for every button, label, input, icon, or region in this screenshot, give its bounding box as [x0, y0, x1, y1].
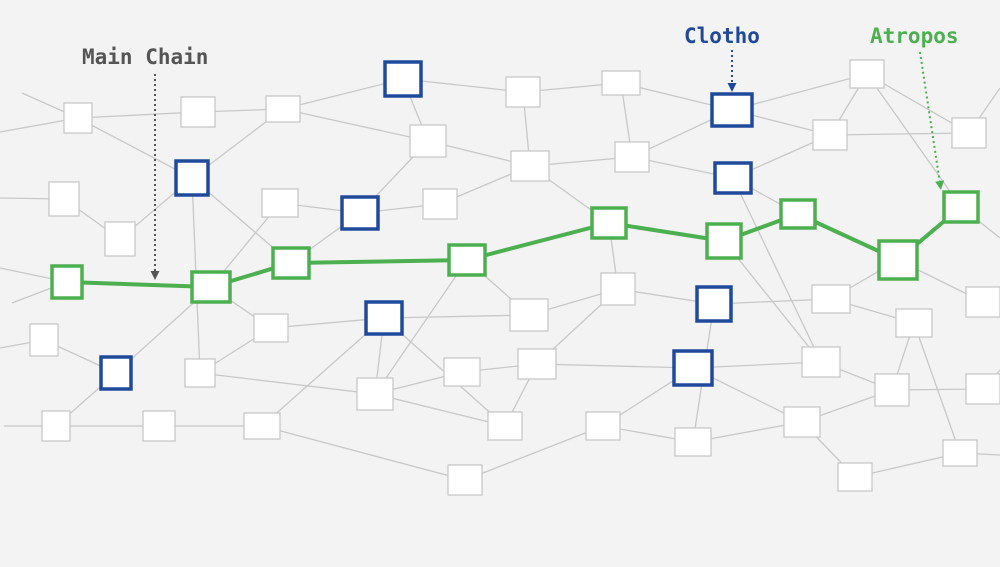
event-block-node: [63, 102, 93, 134]
event-block-node: [41, 410, 71, 442]
event-block-node: [600, 272, 636, 306]
event-block-node: [517, 348, 557, 380]
dag-edge: [77, 111, 199, 119]
dag-edge: [261, 317, 385, 427]
event-block-node: [674, 427, 712, 457]
event-block-node: [601, 70, 641, 96]
main-chain-pointer: [150, 74, 160, 280]
event-block-node: [265, 95, 301, 123]
event-block-node: [895, 308, 933, 338]
dag-edge: [464, 425, 604, 481]
event-block-node: [837, 462, 873, 492]
clotho-block-node: [695, 285, 733, 323]
dag-edge: [402, 78, 524, 93]
event-block-node: [142, 410, 176, 442]
event-block-node: [243, 412, 281, 440]
atropos-pointer: [919, 51, 945, 190]
clotho-block-node: [710, 92, 754, 128]
dag-edge: [536, 363, 694, 369]
atropos-label: Atropos: [870, 24, 959, 48]
main-chain-block-node: [271, 246, 311, 280]
dag-edge: [866, 73, 962, 208]
event-block-node: [965, 286, 1000, 318]
event-block-node: [849, 59, 885, 89]
event-block-node: [422, 188, 458, 220]
main-chain-block-node: [705, 222, 743, 260]
dag-edge: [732, 177, 822, 363]
clotho-block-node: [174, 159, 210, 197]
event-block-node: [509, 298, 549, 332]
main-chain-block-node: [942, 190, 980, 224]
event-block-node: [409, 124, 447, 158]
main-chain-block-node: [447, 243, 487, 277]
event-block-node: [443, 357, 481, 387]
event-block-node: [585, 411, 621, 441]
event-block-node: [184, 358, 216, 388]
event-block-node: [614, 141, 650, 173]
clotho-block-node: [340, 195, 380, 231]
label-pointers: [150, 50, 945, 280]
event-block-node: [951, 117, 987, 149]
event-block-node: [253, 313, 289, 343]
dag-edge: [199, 372, 376, 395]
event-block-node: [104, 221, 136, 257]
clotho-block-node: [713, 161, 753, 195]
event-block-node: [447, 464, 483, 496]
main-chain-block-node: [590, 206, 628, 240]
event-block-node: [487, 411, 523, 441]
clotho-block-node: [672, 349, 714, 387]
event-block-node: [811, 284, 851, 314]
main-chain-block-node: [190, 270, 232, 304]
dag-nodes: [29, 59, 1000, 496]
dag-edge: [731, 73, 868, 111]
dag-edge: [261, 425, 466, 481]
event-block-node: [942, 439, 978, 467]
event-block-node: [48, 181, 80, 217]
dag-edge: [374, 259, 468, 395]
main-chain-block-node: [779, 198, 817, 230]
dag-edge: [383, 314, 530, 319]
event-block-node: [510, 150, 550, 182]
dag-edge: [282, 108, 429, 142]
clotho-pointer: [727, 50, 737, 92]
dag-edge: [913, 322, 961, 454]
main-chain-label: Main Chain: [82, 45, 209, 69]
event-block-node: [783, 406, 821, 438]
event-block-node: [812, 119, 848, 151]
event-block-node: [180, 96, 216, 128]
clotho-block-node: [364, 300, 404, 336]
event-block-node: [801, 346, 841, 378]
event-block-node: [874, 373, 910, 407]
clotho-block-node: [99, 355, 133, 391]
event-block-node: [356, 377, 394, 411]
event-block-node: [965, 373, 1000, 405]
dag-edge: [829, 132, 970, 136]
dag-edge: [77, 117, 193, 179]
dag-edge: [692, 361, 822, 369]
dag-edge: [723, 240, 822, 363]
dag-edge: [374, 393, 506, 427]
main-chain-block-node: [50, 264, 84, 300]
event-block-node: [29, 323, 59, 357]
clotho-label: Clotho: [684, 24, 760, 48]
event-block-node: [261, 188, 299, 218]
event-block-node: [505, 76, 541, 108]
main-chain-block-node: [877, 239, 919, 281]
dag-edge: [282, 78, 404, 110]
clotho-block-node: [383, 60, 423, 98]
